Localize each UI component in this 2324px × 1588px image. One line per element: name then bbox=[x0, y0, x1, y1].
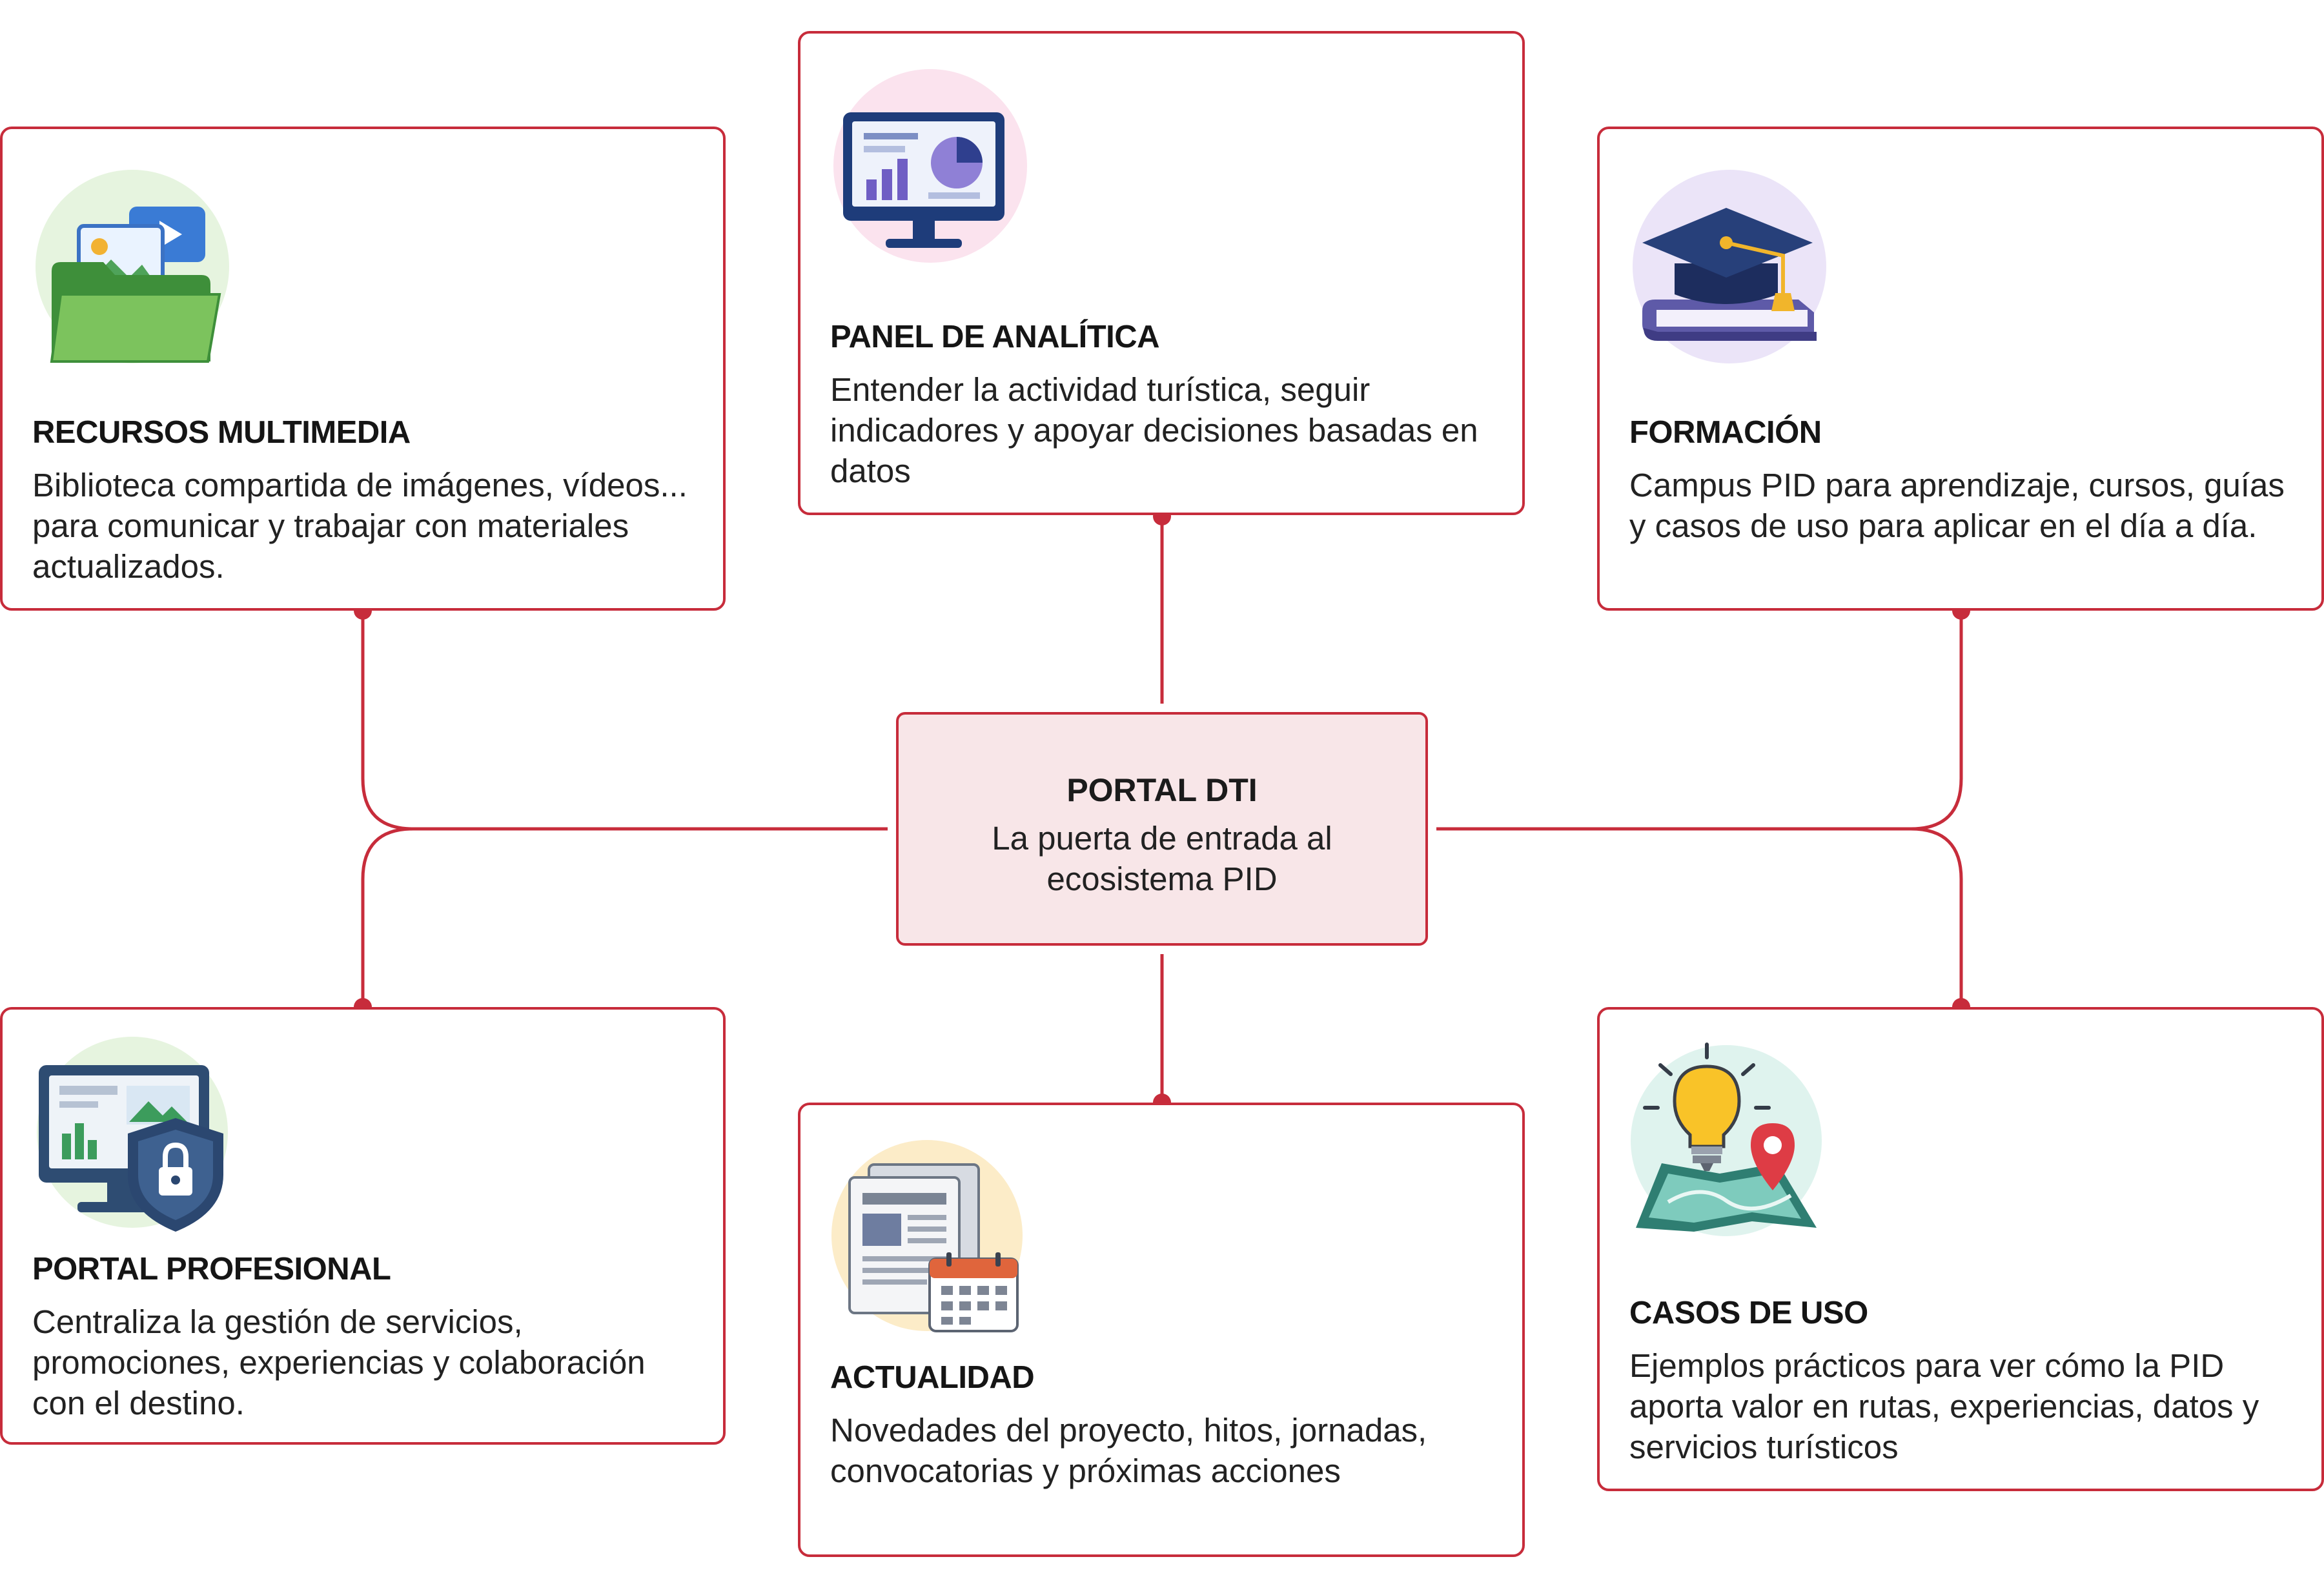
card-description: Entender la actividad turística, seguir … bbox=[830, 371, 1478, 489]
card-title: RECURSOS MULTIMEDIA bbox=[32, 415, 411, 450]
media-folder-icon bbox=[32, 167, 232, 367]
card-description: Ejemplos prácticos para ver cómo la PID … bbox=[1629, 1347, 2259, 1465]
center-node-portal-dti[interactable]: PORTAL DTI La puerta de entrada al ecosi… bbox=[896, 712, 1428, 946]
center-description: La puerta de entrada al ecosistema PID bbox=[992, 820, 1332, 897]
card-title: PORTAL PROFESIONAL bbox=[32, 1252, 391, 1287]
card-panel-analitica[interactable]: PANEL DE ANALÍTICA Entender la actividad… bbox=[798, 31, 1525, 515]
analytics-monitor-icon bbox=[830, 66, 1030, 266]
card-recursos-multimedia[interactable]: RECURSOS MULTIMEDIA Biblioteca compartid… bbox=[0, 127, 726, 611]
card-actualidad[interactable]: ACTUALIDAD Novedades del proyecto, hitos… bbox=[798, 1103, 1525, 1557]
card-description: Biblioteca compartida de imágenes, vídeo… bbox=[32, 467, 688, 585]
connector-center-multimedia bbox=[361, 611, 888, 831]
card-title: PANEL DE ANALÍTICA bbox=[830, 320, 1160, 354]
card-description: Centraliza la gestión de servicios, prom… bbox=[32, 1303, 646, 1421]
card-portal-profesional[interactable]: PORTAL PROFESIONAL Centraliza la gestión… bbox=[0, 1007, 726, 1445]
card-title: CASOS DE USO bbox=[1629, 1296, 1868, 1330]
card-description: Campus PID para aprendizaje, cursos, guí… bbox=[1629, 467, 2285, 544]
connector-center-casos bbox=[1436, 827, 1963, 1007]
card-formacion[interactable]: FORMACIÓN Campus PID para aprendizaje, c… bbox=[1597, 127, 2324, 611]
news-calendar-icon bbox=[830, 1139, 1030, 1339]
card-description: Novedades del proyecto, hitos, jornadas,… bbox=[830, 1412, 1427, 1489]
center-title: PORTAL DTI bbox=[1066, 772, 1258, 808]
lightbulb-map-icon bbox=[1629, 1041, 1830, 1241]
connector-center-formacion bbox=[1436, 611, 1963, 831]
graduation-cap-book-icon bbox=[1629, 167, 1830, 367]
secure-monitor-icon bbox=[32, 1037, 232, 1237]
connector-center-profesional bbox=[361, 827, 888, 1007]
card-title: ACTUALIDAD bbox=[830, 1360, 1035, 1395]
card-title: FORMACIÓN bbox=[1629, 415, 1822, 450]
card-casos-de-uso[interactable]: CASOS DE USO Ejemplos prácticos para ver… bbox=[1597, 1007, 2324, 1491]
